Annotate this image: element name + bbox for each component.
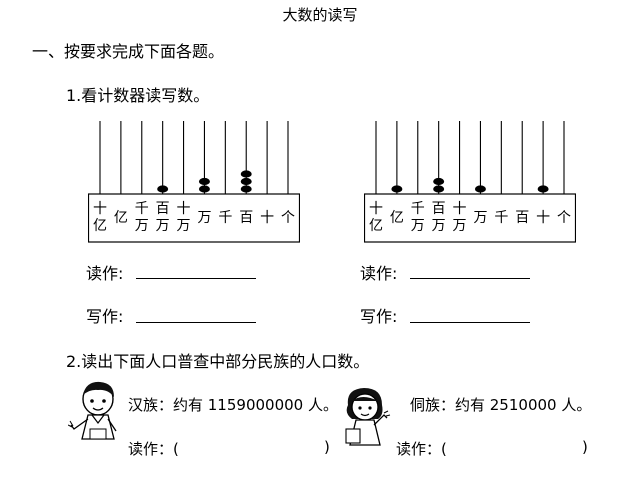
read-answer-line-right[interactable] <box>410 278 530 279</box>
abacus-right-place-label: 十 <box>532 194 554 242</box>
write-label-left: 写作: <box>86 307 124 326</box>
abacus-right-rods <box>364 121 576 243</box>
place-label-char: 万 <box>176 218 191 234</box>
abacus-left-place-label: 百 <box>235 194 257 242</box>
write-answer-line-left[interactable] <box>136 322 256 323</box>
place-label-char: 十 <box>93 201 107 217</box>
abacus-left: 十亿亿千万百万十万万千百十个 <box>88 118 300 244</box>
place-label-char: 万 <box>473 209 488 226</box>
write-answer-line-right[interactable] <box>410 322 530 323</box>
place-label-char: 百 <box>515 209 530 226</box>
abacus-left-place-label: 个 <box>277 194 299 242</box>
place-label-char: 百 <box>431 201 446 217</box>
place-label-char: 千 <box>410 201 425 217</box>
abacus-left-frame <box>88 193 300 243</box>
place-label-char: 亿 <box>113 209 128 226</box>
abacus-left-place-label: 千 <box>214 194 236 242</box>
abacus-left-place-label: 百万 <box>152 194 174 242</box>
abacus-right-bead <box>391 185 403 193</box>
place-label-char: 万 <box>197 209 212 226</box>
abacus-right-bead <box>433 185 445 193</box>
place-label-char: 十 <box>260 209 275 226</box>
abacus-right-bead <box>474 185 486 193</box>
place-label-char: 万 <box>155 218 170 234</box>
place-label-char: 千 <box>218 209 233 226</box>
abacus-left-place-label: 万 <box>193 194 215 242</box>
boy-cartoon-icon <box>68 381 117 440</box>
abacus-left-place-label: 亿 <box>110 194 132 242</box>
abacus-left-bead <box>240 177 252 186</box>
place-label-char: 万 <box>431 218 446 234</box>
place-label-char: 个 <box>557 209 571 226</box>
place-label-char: 万 <box>452 218 467 234</box>
abacus-right-place-label: 百万 <box>428 194 450 242</box>
place-label-char: 亿 <box>389 209 404 226</box>
place-label-char: 十 <box>369 201 383 217</box>
place-label-char: 百 <box>239 209 254 226</box>
abacus-right-place-label: 亿 <box>386 194 408 242</box>
abacus-right-frame <box>364 193 576 243</box>
place-label-char: 十 <box>176 201 191 217</box>
read-label-right: 读作: <box>360 264 398 283</box>
dong-read-label: 读作：( <box>396 440 447 458</box>
place-label-char: 千 <box>134 201 149 217</box>
abacus-right-place-label: 千 <box>490 194 512 242</box>
place-label-char: 十 <box>536 209 551 226</box>
place-label-char: 万 <box>410 218 425 234</box>
place-label-char: 十 <box>452 201 467 217</box>
abacus-left-bead <box>240 185 252 193</box>
abacus-right-place-labels: 十亿亿千万百万十万万千百十个 <box>364 194 576 242</box>
abacus-left-bead <box>157 185 169 193</box>
abacus-right-place-label: 万 <box>469 194 491 242</box>
abacus-right-place-label: 千万 <box>407 194 429 242</box>
abacus-left-place-label: 十亿 <box>89 194 111 242</box>
girl-cartoon-icon <box>345 388 391 446</box>
read-label-left: 读作: <box>86 264 124 283</box>
read-answer-line-left[interactable] <box>136 278 256 279</box>
han-population-text: 汉族：约有 1159000000 人。 <box>128 396 338 414</box>
question-2-label: 2.读出下面人口普查中部分民族的人口数。 <box>66 352 370 371</box>
abacus-right-place-label: 十亿 <box>365 194 387 242</box>
abacus-right-place-label: 百 <box>511 194 533 242</box>
place-label-char: 个 <box>281 209 295 226</box>
abacus-left-place-label: 千万 <box>131 194 153 242</box>
abacus-left-place-label: 十 <box>256 194 278 242</box>
place-label-char: 亿 <box>93 218 107 234</box>
han-read-close-paren: ) <box>324 438 330 456</box>
abacus-left-bead <box>240 170 252 178</box>
write-label-right: 写作: <box>360 307 398 326</box>
abacus-right-place-label: 十万 <box>449 194 471 242</box>
dong-population-text: 侗族：约有 2510000 人。 <box>410 396 592 414</box>
dong-read-close-paren: ) <box>582 438 588 456</box>
abacus-right-bead <box>537 185 549 193</box>
abacus-left-rods <box>88 121 300 243</box>
section-heading: 一、按要求完成下面各题。 <box>32 42 225 61</box>
abacus-right-bead <box>433 177 445 186</box>
abacus-right: 十亿亿千万百万十万万千百十个 <box>364 118 576 244</box>
place-label-char: 千 <box>494 209 509 226</box>
abacus-left-place-labels: 十亿亿千万百万十万万千百十个 <box>88 194 300 242</box>
page-title: 大数的读写 <box>282 6 358 24</box>
abacus-left-place-label: 十万 <box>173 194 195 242</box>
question-1-label: 1.看计数器读写数。 <box>66 86 210 105</box>
place-label-char: 亿 <box>369 218 383 234</box>
han-read-label: 读作：( <box>128 440 179 458</box>
abacus-left-bead <box>198 185 210 193</box>
abacus-left-bead <box>198 177 210 186</box>
place-label-char: 百 <box>155 201 170 217</box>
place-label-char: 万 <box>134 218 149 234</box>
abacus-right-place-label: 个 <box>553 194 575 242</box>
